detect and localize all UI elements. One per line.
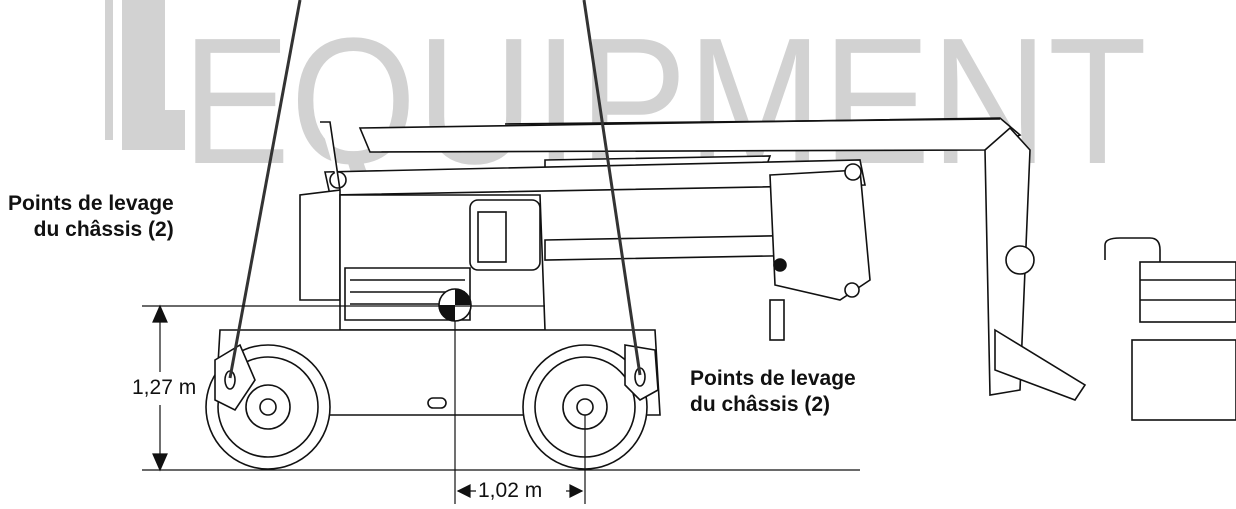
- jib-link: [994, 328, 1087, 401]
- lifting-cables: [228, 0, 642, 379]
- height-arrow-top: [152, 304, 168, 323]
- height-dimension-label: 1,27 m: [130, 376, 199, 400]
- watermark-logo-mark: [122, 0, 185, 150]
- arm-pin-bottom: [844, 282, 860, 298]
- boom-rail: [504, 118, 1001, 125]
- height-arrow-bottom: [152, 453, 168, 472]
- machine: [205, 117, 1236, 470]
- watermark-logo-bar: [105, 0, 113, 140]
- basket-upper: [1139, 261, 1236, 323]
- left-lifting-points-line2: du châssis (2): [33, 218, 174, 241]
- left-lifting-points-label: Points de levage du châssis (2): [8, 191, 174, 243]
- right-lifting-points-line2: du châssis (2): [690, 393, 831, 416]
- right-lifting-points-label: Points de levage du châssis (2): [690, 366, 856, 418]
- jib-pivot: [1005, 245, 1035, 275]
- basket-lower: [1131, 339, 1236, 421]
- cable-left: [228, 0, 302, 379]
- cable-right: [582, 0, 642, 376]
- wheel-right: [522, 344, 648, 470]
- dimensions: [142, 304, 860, 504]
- arm-bracket: [769, 169, 871, 301]
- left-lifting-points-line1: Points de levage: [8, 192, 174, 215]
- offset-arrow-right: [569, 484, 584, 498]
- offset-arrow-left: [456, 484, 471, 498]
- arm-pin-lower: [773, 258, 787, 272]
- chassis-slot: [427, 397, 447, 409]
- control-window: [477, 211, 507, 263]
- outrigger: [769, 299, 785, 341]
- right-lifting-points-line1: Points de levage: [690, 367, 856, 390]
- upper-arm: [324, 159, 866, 196]
- arm-pin-right: [844, 163, 862, 181]
- offset-dimension-label: 1,02 m: [476, 479, 545, 503]
